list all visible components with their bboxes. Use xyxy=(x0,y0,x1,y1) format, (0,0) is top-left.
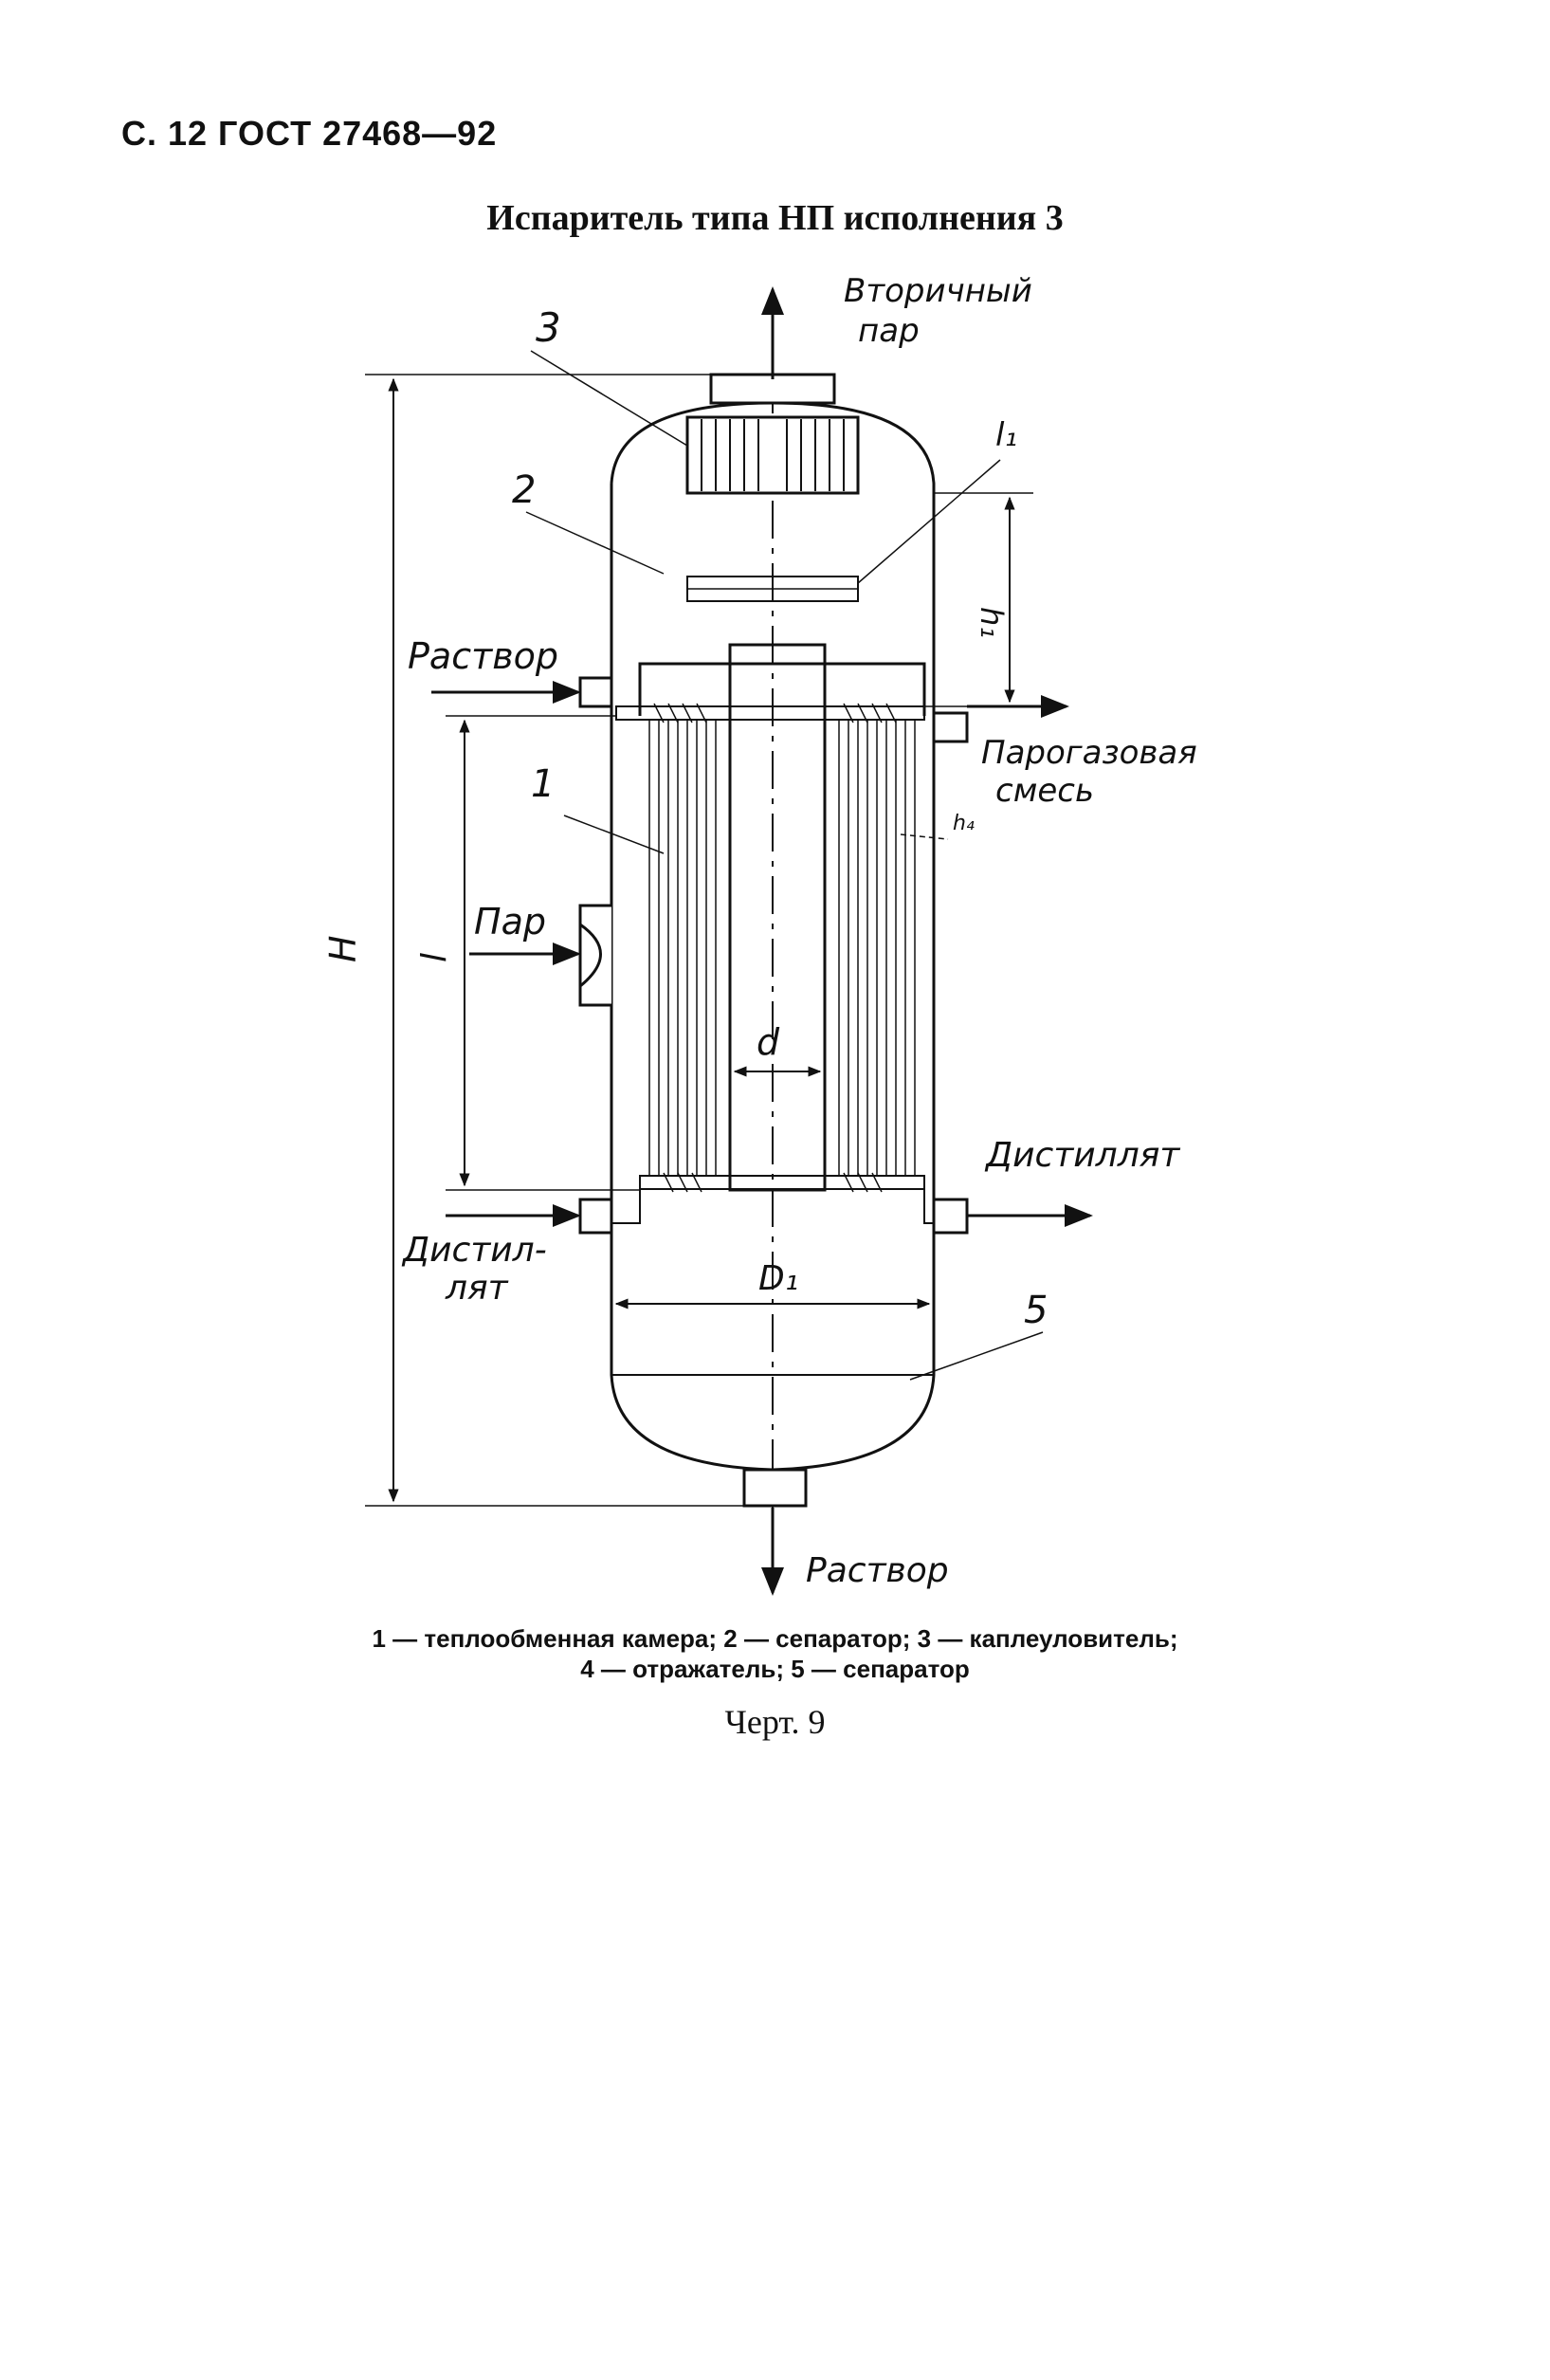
label-solution-out: Раствор xyxy=(806,1551,949,1590)
leader-5 xyxy=(909,1331,1044,1381)
solution-inlet-nozzle xyxy=(578,676,613,708)
leader-3 xyxy=(530,350,688,447)
distillate-right-nozzle xyxy=(932,1198,969,1235)
label-distillate-left-line2: лят xyxy=(445,1269,509,1308)
label-H: H xyxy=(322,935,364,962)
label-l: l xyxy=(415,953,454,962)
label-secondary-steam-line2: пар xyxy=(858,312,920,350)
label-D1: D₁ xyxy=(758,1259,798,1298)
central-tube xyxy=(728,643,827,1192)
label-l1: l₁ xyxy=(995,416,1017,454)
label-vapor-gas-line2: смесь xyxy=(995,772,1094,810)
label-d: d xyxy=(757,1021,780,1063)
leader-2 xyxy=(525,511,665,575)
droplet-separator xyxy=(685,415,860,495)
tube-bundle-left xyxy=(648,721,717,1176)
label-steam: Пар xyxy=(474,901,546,943)
upper-tube-sheet xyxy=(615,705,925,721)
label-distillate-left-line1: Дистил- xyxy=(401,1231,547,1270)
bottom-outlet-nozzle xyxy=(742,1468,808,1508)
document-header-reference: С. 12 ГОСТ 27468—92 xyxy=(121,114,498,153)
vapor-gas-outlet-nozzle xyxy=(932,711,969,743)
label-h4: h₄ xyxy=(953,812,975,835)
label-h1: h₁ xyxy=(974,607,1010,638)
figure-caption: 1 — теплообменная камера; 2 — сепаратор;… xyxy=(0,1623,1550,1684)
heat-exchange-chamber xyxy=(638,662,926,716)
label-number-3: 3 xyxy=(536,304,561,351)
leader-l1 xyxy=(857,459,1001,584)
leader-1 xyxy=(563,815,665,854)
figure-number: Черт. 9 xyxy=(724,1703,826,1741)
label-distillate-right: Дистиллят xyxy=(984,1136,1180,1175)
label-number-2: 2 xyxy=(512,468,536,512)
caption-line-1: 1 — теплообменная камера; 2 — сепаратор;… xyxy=(372,1624,1178,1653)
label-number-5: 5 xyxy=(1024,1289,1048,1332)
steam-inlet-nozzle xyxy=(578,904,611,1007)
label-secondary-steam-line1: Вторичный xyxy=(844,272,1032,310)
label-solution-in: Раствор xyxy=(408,635,558,677)
vessel-shell xyxy=(610,401,936,1242)
tube-bundle-right xyxy=(838,721,916,1176)
distillate-left-nozzle xyxy=(578,1198,613,1235)
lower-tube-sheet xyxy=(639,1175,925,1190)
caption-line-2: 4 — отражатель; 5 — сепаратор xyxy=(580,1655,970,1683)
figure-title: Испаритель типа НП исполнения 3 xyxy=(486,198,1064,238)
label-vapor-gas-line1: Парогазовая xyxy=(981,734,1197,772)
label-number-1: 1 xyxy=(531,762,555,806)
